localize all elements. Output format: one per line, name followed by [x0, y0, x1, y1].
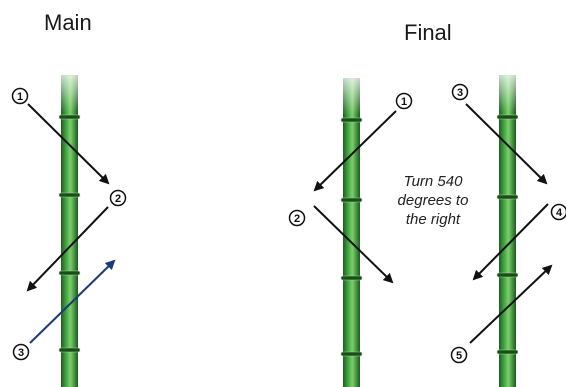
instruction-line-2: degrees to [397, 192, 469, 209]
main-arrow-3-up [29, 259, 116, 344]
main-step-2-label: 2 [115, 193, 121, 205]
bamboo-stalk-final-left [340, 78, 363, 387]
main-arrow-2-down [26, 206, 109, 292]
main-step-2-marker: 2 [109, 189, 127, 207]
final-step-2-label: 2 [294, 213, 300, 225]
final-step-1-marker: 1 [395, 92, 413, 110]
instruction-line-1: Turn 540 [403, 173, 463, 190]
main-panel-title: Main [44, 10, 92, 35]
final-step-4-marker: 4 [550, 203, 566, 221]
main-arrow-1-to-2 [27, 103, 110, 185]
final-arrow-5 [469, 264, 553, 344]
final-arrow-1 [313, 110, 397, 192]
bamboo-stalk-main [58, 75, 81, 387]
final-arrow-3 [465, 103, 548, 185]
bamboo-stalk-final-right [496, 75, 519, 387]
final-step-1-label: 1 [401, 96, 407, 108]
main-step-3-marker: 3 [12, 343, 30, 361]
instruction-line-3: the right [405, 211, 461, 228]
final-step-2-marker: 2 [288, 209, 306, 227]
final-step-4-label: 4 [556, 207, 563, 219]
final-panel-title: Final [404, 20, 452, 45]
main-step-1-label: 1 [17, 91, 23, 103]
final-step-3-marker: 3 [451, 83, 469, 101]
final-step-5-marker: 5 [450, 346, 468, 364]
final-arrow-2 [313, 205, 394, 284]
final-step-3-label: 3 [457, 87, 463, 99]
final-step-5-label: 5 [456, 350, 462, 362]
main-step-1-marker: 1 [11, 87, 29, 105]
main-step-3-label: 3 [18, 347, 24, 359]
rotation-instruction: Turn 540 degrees to the right [378, 172, 488, 229]
final-arrow-4 [472, 203, 549, 281]
